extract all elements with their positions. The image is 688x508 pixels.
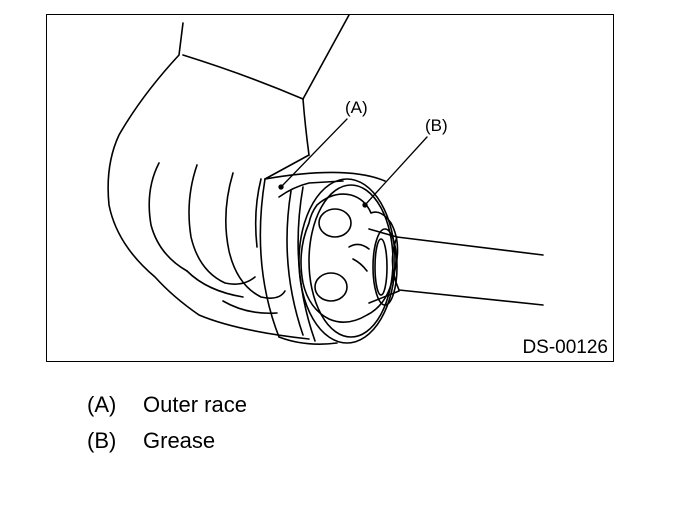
legend-key: (A)	[87, 392, 117, 417]
joint-balls	[314, 208, 370, 302]
legend-key: (B)	[87, 428, 117, 453]
legend-text: Grease	[143, 428, 216, 453]
legend-text: Outer race	[143, 392, 247, 417]
hand-drawing	[107, 15, 350, 340]
axle-shaft	[391, 236, 544, 306]
leader-lines	[278, 118, 428, 208]
outer-race	[259, 171, 396, 345]
callout-a-label: (A)	[345, 98, 368, 117]
callout-b-label: (B)	[425, 116, 448, 135]
figure-code: DS-00126	[522, 337, 608, 358]
diagram-figure: (A) (B) DS-00126	[46, 14, 614, 362]
inner-race	[300, 193, 400, 323]
cv-joint-illustration	[107, 15, 544, 345]
